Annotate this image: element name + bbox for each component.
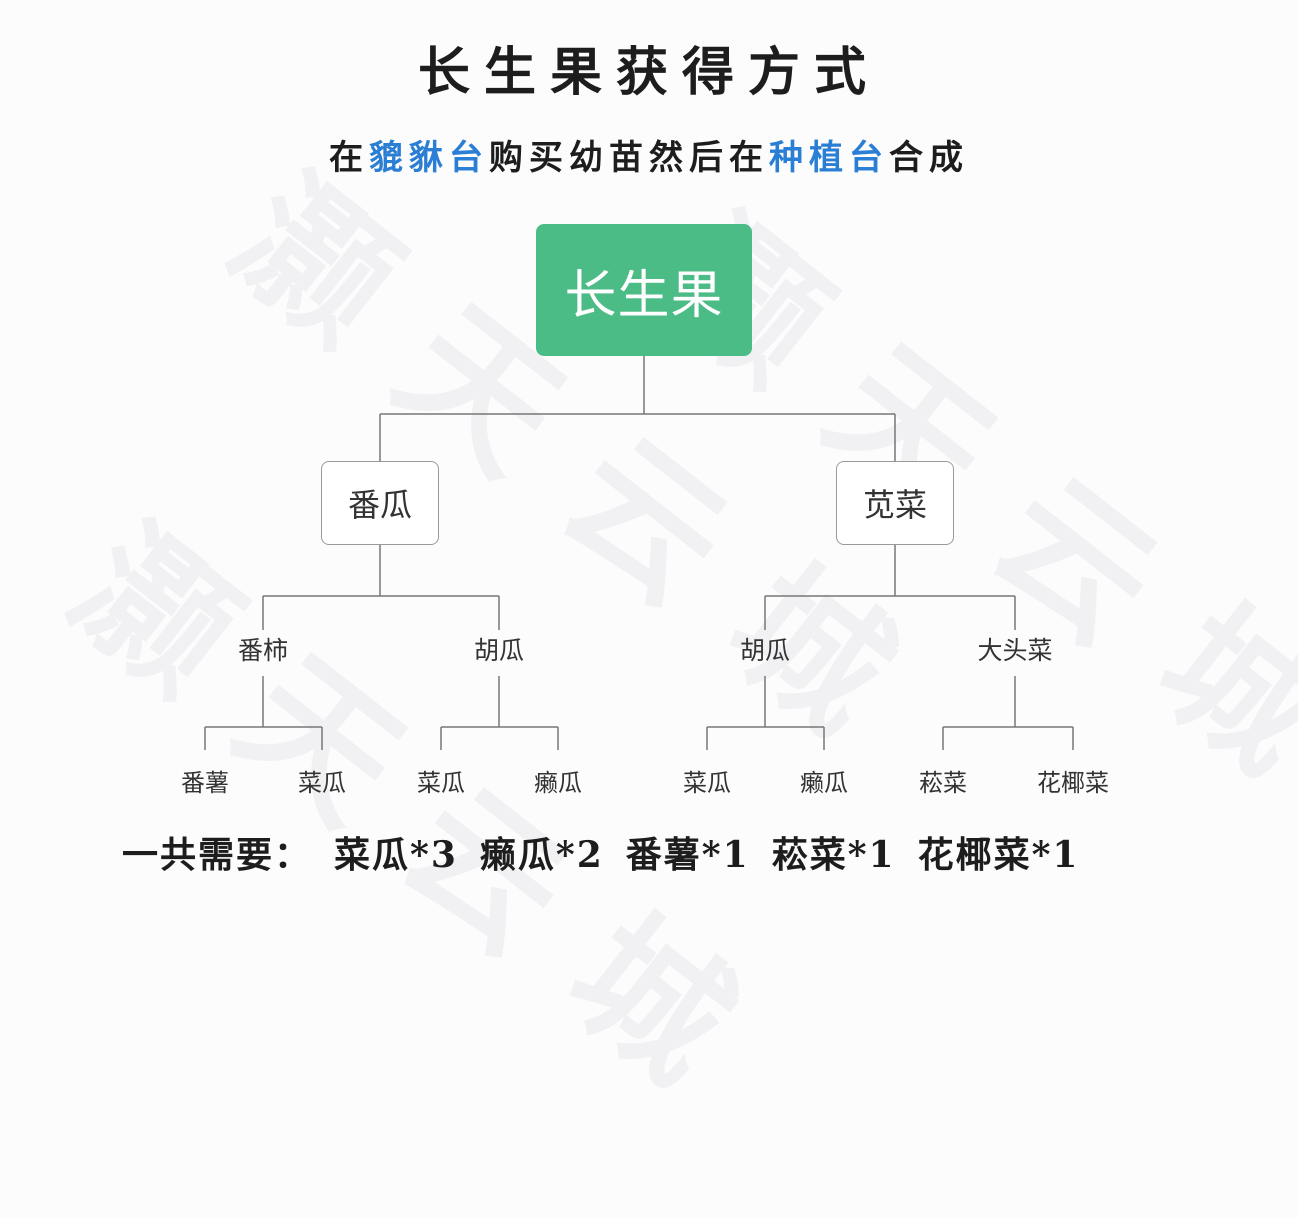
node-xiancai: 苋菜 [836, 461, 954, 545]
leaf-laigua: 癞瓜 [534, 769, 582, 797]
connector-fanshi [204, 676, 323, 750]
subtitle-text: 购买幼苗然后在 [489, 138, 769, 178]
connector-right [764, 545, 1016, 630]
node-hugua: 胡瓜 [739, 636, 790, 665]
summary-prefix: 一共需要： [122, 834, 313, 876]
node-fangua: 番瓜 [321, 461, 439, 545]
leaf-songcai: 菘菜 [919, 769, 967, 797]
summary-item: 番薯*1 [625, 834, 750, 876]
connector-hugua-right [706, 676, 825, 750]
connector-left [262, 545, 500, 630]
connector-root [379, 356, 896, 461]
summary-item: 花椰菜*1 [917, 834, 1080, 876]
leaf-fanshu: 番薯 [181, 769, 229, 797]
node-fanshi: 番柿 [237, 636, 288, 665]
subtitle-highlight-pixiu-platform: 貔貅台 [369, 138, 489, 178]
subtitle: 在貔貅台购买幼苗然后在种植台合成 [0, 130, 1298, 179]
node-datoucai: 大头菜 [977, 636, 1053, 665]
summary-item: 菜瓜*3 [334, 834, 458, 876]
leaf-laigua: 癞瓜 [800, 769, 848, 797]
node-hugua: 胡瓜 [473, 636, 524, 665]
leaf-caigua: 菜瓜 [298, 769, 346, 797]
root-node: 长生果 [536, 224, 752, 356]
leaf-caigua: 菜瓜 [683, 769, 731, 797]
summary-item: 菘菜*1 [771, 834, 896, 876]
connector-datoucai [942, 676, 1074, 750]
leaf-huayecai: 花椰菜 [1037, 769, 1109, 797]
subtitle-highlight-planting-platform: 种植台 [769, 138, 889, 178]
summary-item: 癞瓜*2 [479, 834, 604, 876]
subtitle-text: 在 [329, 138, 369, 178]
requirements-summary: 一共需要： 菜瓜*3 癞瓜*2 番薯*1 菘菜*1 花椰菜*1 [122, 826, 1079, 878]
subtitle-text: 合成 [889, 138, 969, 178]
connector-hugua-left [440, 676, 559, 750]
leaf-caigua: 菜瓜 [417, 769, 465, 797]
page-title: 长生果获得方式 [417, 42, 880, 103]
